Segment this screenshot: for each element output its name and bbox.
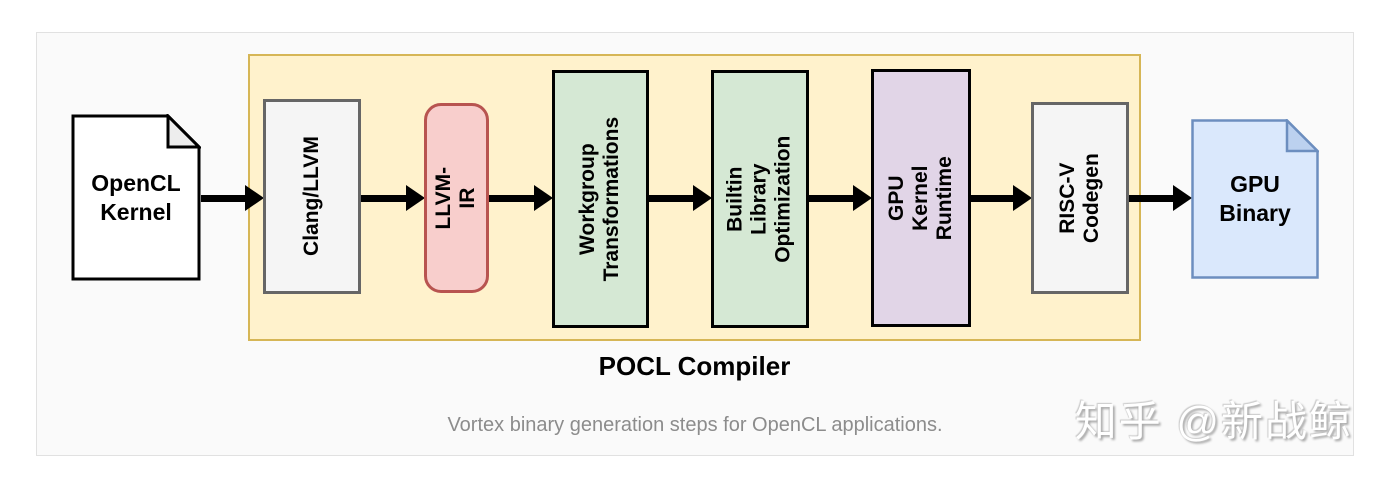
- arrow-shaft: [809, 194, 853, 202]
- stage-builtin-library-optimization: Builtin Library Optimization: [711, 70, 809, 328]
- flow-arrow: [201, 185, 264, 211]
- stage-clang-llvm-label: Clang/LLVM: [299, 136, 323, 257]
- flow-arrow: [809, 185, 872, 211]
- stage-workgroup-transformations: Workgroup Transformations: [552, 70, 649, 328]
- stage-gpu-kernel-runtime-label: GPU Kernel Runtime: [884, 155, 957, 240]
- stage-riscv-codegen-label: RISC-V Codegen: [1055, 153, 1103, 243]
- stage-llvm-ir-label: LLVM-IR: [432, 166, 480, 230]
- node-gpu-binary: GPU Binary: [1191, 119, 1319, 279]
- arrow-shaft: [649, 194, 693, 202]
- flow-arrow: [649, 185, 712, 211]
- diagram-panel: OpenCL Kernel: [36, 32, 1354, 456]
- pocl-compiler-label: POCL Compiler: [598, 351, 791, 381]
- zhihu-watermark: 知乎 @新战鲸: [1074, 398, 1353, 445]
- arrow-head-icon: [693, 185, 712, 211]
- arrow-head-icon: [534, 185, 553, 211]
- arrow-shaft: [489, 194, 534, 202]
- flow-arrow: [361, 185, 425, 211]
- arrow-head-icon: [406, 185, 425, 211]
- stage-riscv-codegen: RISC-V Codegen: [1031, 102, 1129, 294]
- arrow-shaft: [971, 194, 1013, 202]
- arrow-head-icon: [245, 185, 264, 211]
- node-opencl-kernel-label: OpenCL Kernel: [91, 169, 181, 225]
- stage-llvm-ir: LLVM-IR: [424, 103, 489, 293]
- node-opencl-kernel: OpenCL Kernel: [71, 114, 201, 281]
- stage-builtin-library-optimization-label: Builtin Library Optimization: [723, 135, 796, 263]
- arrow-head-icon: [1013, 185, 1032, 211]
- stage-workgroup-transformations-label: Workgroup Transformations: [576, 116, 624, 282]
- flow-arrow: [489, 185, 553, 211]
- arrow-shaft: [361, 194, 406, 202]
- document-shape-icon: [1191, 119, 1319, 279]
- figure-caption: Vortex binary generation steps for OpenC…: [447, 414, 943, 436]
- stage-clang-llvm: Clang/LLVM: [263, 99, 361, 294]
- arrow-shaft: [1129, 194, 1173, 202]
- flow-arrow: [971, 185, 1032, 211]
- arrow-head-icon: [1173, 185, 1192, 211]
- stage-gpu-kernel-runtime: GPU Kernel Runtime: [871, 69, 971, 327]
- arrow-head-icon: [853, 185, 872, 211]
- flow-arrow: [1129, 185, 1192, 211]
- arrow-shaft: [201, 194, 245, 202]
- document-shape-icon: [71, 114, 201, 281]
- node-gpu-binary-label: GPU Binary: [1219, 171, 1291, 226]
